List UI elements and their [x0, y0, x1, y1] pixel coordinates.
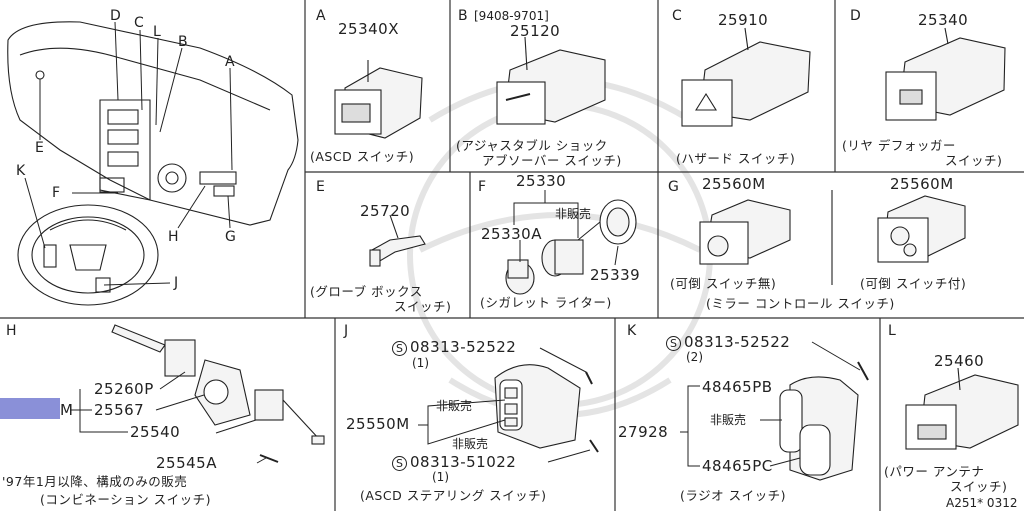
catalog-reference: A251* 0312	[946, 496, 1018, 510]
part-number-25330: 25330	[516, 172, 567, 190]
callout-e: E	[35, 140, 44, 156]
radio-switch-drawing	[779, 376, 859, 481]
screw-symbol-1: S	[392, 341, 407, 356]
part-number-25550m: 25550M	[346, 415, 410, 433]
combination-leaders	[70, 371, 267, 464]
panel-e-caption-1: (グローブ ボックス	[310, 284, 423, 299]
highlight-m-label: M	[60, 401, 74, 419]
highlight-bar	[0, 398, 60, 419]
part-number-48465pc: 48465PC	[702, 457, 773, 475]
callout-c: C	[134, 15, 144, 31]
bolt-08313-52522-k: 08313-52522	[684, 333, 791, 351]
panel-b-letter: B	[458, 8, 468, 24]
bolt-08313-52522: 08313-52522	[410, 338, 517, 356]
panel-l-caption-1: (パワー アンテナ	[884, 464, 985, 479]
callout-l: L	[153, 24, 161, 40]
part-number-25340x: 25340X	[338, 20, 399, 38]
dashboard-overview	[7, 21, 299, 306]
panel-c-letter: C	[672, 8, 682, 24]
panel-b-caption-1: (アジャスタブル ショック	[456, 138, 608, 153]
overview-leaders	[24, 21, 233, 286]
panel-g-caption: (ミラー コントロール スイッチ)	[706, 296, 895, 311]
bolt-qty-k: (2)	[686, 350, 703, 364]
part-25460-drawing	[905, 367, 1019, 450]
panel-j-caption: (ASCD ステアリング スイッチ)	[360, 488, 547, 503]
part-number-25330a: 25330A	[481, 225, 542, 243]
panel-c-caption: (ハザード スイッチ)	[676, 151, 796, 166]
part-25120-drawing	[496, 36, 606, 125]
callout-d: D	[110, 8, 121, 24]
callout-a: A	[225, 54, 235, 70]
callout-h: H	[168, 229, 179, 245]
part-number-25910: 25910	[718, 11, 769, 29]
non-sale-lower: 非販売	[452, 437, 489, 451]
panel-e-letter: E	[316, 179, 325, 195]
panel-e-caption-2: スイッチ)	[394, 299, 452, 314]
screw-symbol-2: S	[392, 456, 407, 471]
part-25910-drawing	[681, 27, 811, 127]
part-number-25567: 25567	[94, 401, 145, 419]
panel-d-caption-2: スイッチ)	[945, 153, 1003, 168]
panel-h-caption: (コンビネーション スイッチ)	[40, 492, 211, 507]
part-number-27928: 27928	[618, 423, 669, 441]
panel-j-letter: J	[344, 323, 349, 339]
panel-d-letter: D	[850, 8, 861, 24]
part-number-48465pb: 48465PB	[702, 378, 773, 396]
non-sale-k: 非販売	[710, 413, 747, 427]
panel-d-caption-1: (リヤ デフォッガー	[842, 138, 956, 153]
panel-l-caption-2: スイッチ)	[950, 479, 1008, 494]
radio-leaders	[680, 341, 869, 467]
callout-f: F	[52, 185, 61, 201]
lighter-leaders	[513, 190, 619, 266]
part-number-25340: 25340	[918, 11, 969, 29]
part-number-25260p: 25260P	[94, 380, 154, 398]
panel-a-caption: (ASCD スイッチ)	[310, 149, 415, 164]
part-25340X-drawing	[334, 60, 423, 139]
bolt-08313-51022: 08313-51022	[410, 453, 517, 471]
panel-b-caption-2: アブソーバー スイッチ)	[482, 153, 622, 168]
panel-g-caption-right: (可倒 スイッチ付)	[860, 276, 967, 291]
mirror-switch-drawing	[699, 195, 966, 265]
part-number-25560m-right: 25560M	[890, 175, 954, 193]
panel-f-letter: F	[478, 179, 487, 195]
ascd-leaders	[418, 347, 599, 463]
panel-h-letter: H	[6, 323, 17, 339]
part-number-25560m-left: 25560M	[702, 175, 766, 193]
callout-k: K	[16, 163, 26, 179]
part-number-25540: 25540	[130, 423, 181, 441]
panel-l-letter: L	[888, 323, 896, 339]
callout-j: J	[174, 275, 179, 291]
panel-k-caption: (ラジオ スイッチ)	[680, 488, 786, 503]
panel-h-note: '97年1月以降、構成のみの販売	[2, 474, 188, 489]
part-number-25120: 25120	[510, 22, 561, 40]
panel-k-letter: K	[627, 323, 637, 339]
part-25340-drawing	[885, 27, 1006, 121]
cigarette-lighter-drawing	[505, 199, 637, 295]
non-sale-label: 非販売	[555, 207, 592, 221]
part-number-25545a: 25545A	[156, 454, 217, 472]
screw-symbol-3: S	[666, 336, 681, 351]
non-sale-upper: 非販売	[436, 399, 473, 413]
bolt-qty-1: (1)	[412, 356, 429, 370]
callout-g: G	[225, 229, 236, 245]
panel-g-caption-left: (可倒 スイッチ無)	[670, 276, 777, 291]
combination-switch-drawing	[111, 324, 325, 463]
panel-b-date-range: [9408-9701]	[474, 9, 549, 23]
panel-g-letter: G	[668, 179, 679, 195]
ascd-steering-switch-drawing	[494, 364, 581, 449]
part-number-25460: 25460	[934, 352, 985, 370]
part-number-25720: 25720	[360, 202, 411, 220]
callout-b: B	[178, 34, 188, 50]
part-number-25339: 25339	[590, 266, 641, 284]
panel-a-letter: A	[316, 8, 326, 24]
bolt-qty-2: (1)	[432, 470, 449, 484]
part-25720-drawing	[369, 214, 426, 267]
panel-f-caption: (シガレット ライター)	[480, 295, 612, 310]
